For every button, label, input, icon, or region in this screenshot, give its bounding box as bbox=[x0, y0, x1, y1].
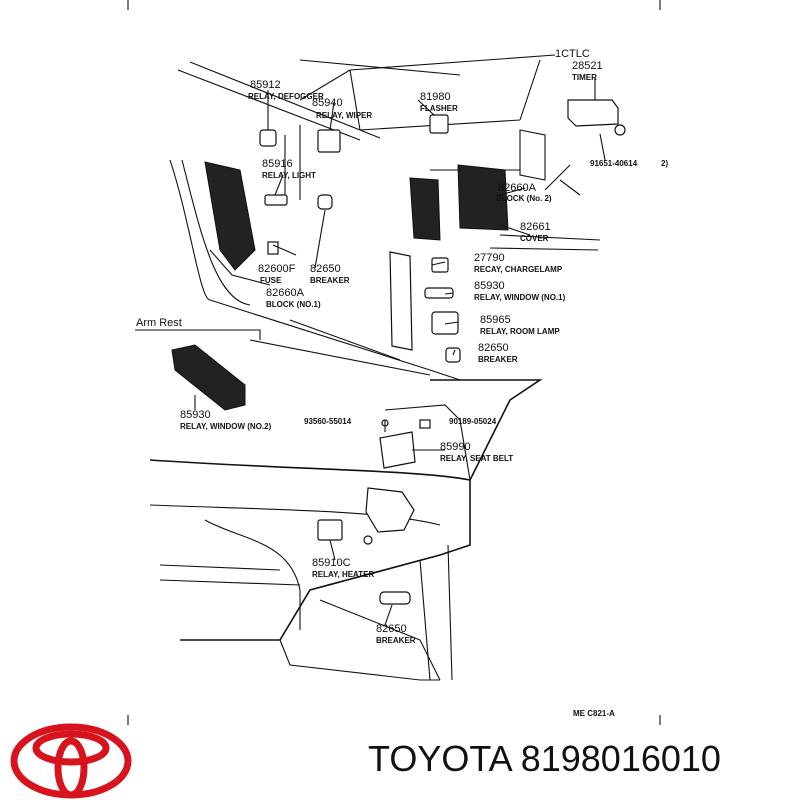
crop-marks bbox=[127, 0, 661, 725]
diagram-header: 1CTLC bbox=[555, 48, 590, 60]
callout-85930-window-1: 85930 RELAY, WINDOW (NO.1) bbox=[474, 280, 566, 302]
callout-number: 82650 bbox=[310, 263, 341, 275]
callout-85916-light: 85916 RELAY, LIGHT bbox=[262, 158, 316, 180]
callout-number: 82650 bbox=[478, 342, 509, 354]
callout-number: 85930 bbox=[474, 280, 505, 292]
callout-number: 82660A bbox=[266, 287, 305, 299]
callout-desc: BLOCK (No. 2) bbox=[496, 194, 552, 203]
callout-desc: FLASHER bbox=[420, 104, 458, 113]
callout-93560-55014: 93560-55014 bbox=[304, 417, 352, 426]
callout-number: 90189-05024 bbox=[449, 417, 497, 426]
arm-rest-title: Arm Rest bbox=[136, 317, 182, 329]
callout-desc: RELAY, SEAT BELT bbox=[440, 454, 513, 463]
callout-82661-cover: 82661 COVER bbox=[520, 221, 551, 243]
callout-number: 85990 bbox=[440, 441, 471, 453]
callout-number: 82661 bbox=[520, 221, 551, 233]
callout-90189-05024: 90189-05024 bbox=[449, 417, 497, 426]
callout-number: 27790 bbox=[474, 252, 505, 264]
callout-desc: BLOCK (NO.1) bbox=[266, 300, 321, 309]
callout-desc: RELAY, ROOM LAMP bbox=[480, 327, 560, 336]
callout-85990-seat-belt: 85990 RELAY, SEAT BELT bbox=[440, 441, 513, 463]
callout-note-2: 2) bbox=[661, 159, 668, 168]
brand-caption: TOYOTA 8198016010 bbox=[368, 738, 721, 780]
callout-number: 82660A bbox=[498, 182, 537, 194]
callout-27790-chargelamp: 27790 RECAY, CHARGELAMP bbox=[474, 252, 563, 274]
callout-number: 85940 bbox=[312, 97, 343, 109]
callout-number: 28521 bbox=[572, 60, 603, 72]
callout-desc: BREAKER bbox=[310, 276, 350, 285]
callout-desc: FUSE bbox=[260, 276, 282, 285]
callout-desc: RELAY, WIPER bbox=[316, 111, 372, 120]
callout-desc: RECAY, CHARGELAMP bbox=[474, 265, 563, 274]
callout-85930-window-2: 85930 RELAY, WINDOW (NO.2) bbox=[180, 409, 272, 431]
callout-85965-room-lamp: 85965 RELAY, ROOM LAMP bbox=[480, 314, 560, 336]
callout-91651-40614: 91651-40614 bbox=[590, 159, 638, 168]
callout-number: 82650 bbox=[376, 623, 407, 635]
leader-lines bbox=[194, 78, 606, 626]
callout-desc: RELAY, HEATER bbox=[312, 570, 374, 579]
callout-number: 85965 bbox=[480, 314, 511, 326]
brand-name: TOYOTA bbox=[368, 738, 511, 779]
callout-number: 85912 bbox=[250, 79, 281, 91]
callout-82650-breaker-b: 82650 BREAKER bbox=[478, 342, 518, 364]
callout-desc: RELAY, WINDOW (NO.1) bbox=[474, 293, 566, 302]
callout-82650-breaker-a: 82650 BREAKER bbox=[310, 263, 350, 285]
callout-28521-timer: 28521 TIMER bbox=[572, 60, 603, 82]
callout-85912-defogger: 85912 RELAY, DEFOGGER bbox=[248, 79, 324, 101]
callout-desc: BREAKER bbox=[478, 355, 518, 364]
callout-85940-wiper: 85940 RELAY, WIPER bbox=[312, 97, 372, 120]
callout-number: 85910C bbox=[312, 557, 351, 569]
callout-number: 85916 bbox=[262, 158, 293, 170]
part-shapes bbox=[171, 99, 626, 605]
callout-desc: BREAKER bbox=[376, 636, 416, 645]
callout-number: 2) bbox=[661, 159, 668, 168]
toyota-logo-icon bbox=[10, 723, 132, 799]
part-number: 8198016010 bbox=[520, 738, 721, 779]
callout-82660a-block-2: 82660A BLOCK (No. 2) bbox=[496, 182, 552, 203]
dashboard-outline bbox=[135, 54, 601, 681]
callout-number: 85930 bbox=[180, 409, 211, 421]
callout-number: 82600F bbox=[258, 263, 296, 275]
drawing-code: ME C821-A bbox=[573, 709, 615, 718]
callout-desc: RELAY, WINDOW (NO.2) bbox=[180, 422, 272, 431]
callout-number: 93560-55014 bbox=[304, 417, 352, 426]
callout-82650-breaker-c: 82650 BREAKER bbox=[376, 623, 416, 645]
callout-desc: RELAY, DEFOGGER bbox=[248, 92, 324, 101]
callout-desc: COVER bbox=[520, 234, 549, 243]
callout-desc: RELAY, LIGHT bbox=[262, 171, 316, 180]
callout-number: 81980 bbox=[420, 91, 451, 103]
callout-81980-flasher: 81980 FLASHER bbox=[420, 91, 458, 113]
callout-number: 91651-40614 bbox=[590, 159, 638, 168]
callout-85910c-heater: 85910C RELAY, HEATER bbox=[312, 557, 374, 579]
callout-82660a-block-1: 82660A BLOCK (NO.1) bbox=[266, 287, 321, 309]
callout-82600f-fuse: 82600F FUSE bbox=[258, 263, 296, 285]
callout-desc: TIMER bbox=[572, 73, 597, 82]
